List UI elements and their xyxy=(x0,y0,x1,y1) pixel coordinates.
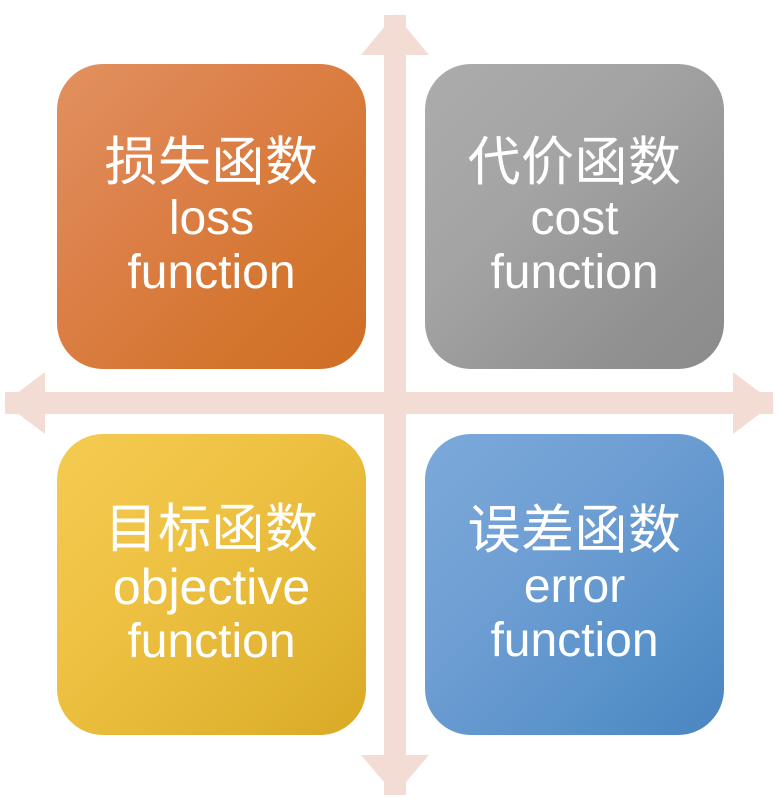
quadrant-label-chinese: 损失函数 xyxy=(104,133,319,193)
quadrant-card-cost-function[interactable]: 代价函数 cost function xyxy=(425,64,724,369)
quadrant-label-english-line2: function xyxy=(490,614,659,668)
axis-horizontal-shaft xyxy=(5,392,773,414)
axis-vertical-shaft xyxy=(384,15,406,795)
arrow-right-icon xyxy=(733,372,774,434)
quadrant-label-english-line1: error xyxy=(523,560,626,614)
arrow-down-icon xyxy=(361,755,429,795)
quadrant-card-loss-function[interactable]: 损失函数 loss function xyxy=(57,64,366,369)
quadrant-label-english-line1: objective xyxy=(112,559,311,616)
quadrant-card-error-function[interactable]: 误差函数 error function xyxy=(425,434,724,735)
quadrant-label-chinese: 目标函数 xyxy=(104,499,319,559)
quadrant-label-english-line2: function xyxy=(127,615,296,669)
quadrant-label-chinese: 代价函数 xyxy=(467,133,682,193)
quadrant-label-chinese: 误差函数 xyxy=(467,501,682,561)
quadrant-label-english-line2: function xyxy=(127,246,296,300)
quadrant-label-english-line2: function xyxy=(490,246,659,300)
arrow-left-icon xyxy=(4,372,45,434)
quadrant-label-english-line1: cost xyxy=(530,192,619,246)
quadrant-card-objective-function[interactable]: 目标函数 objective function xyxy=(57,434,366,735)
quadrant-label-english-line1: loss xyxy=(168,192,255,246)
arrow-up-icon xyxy=(361,14,429,55)
